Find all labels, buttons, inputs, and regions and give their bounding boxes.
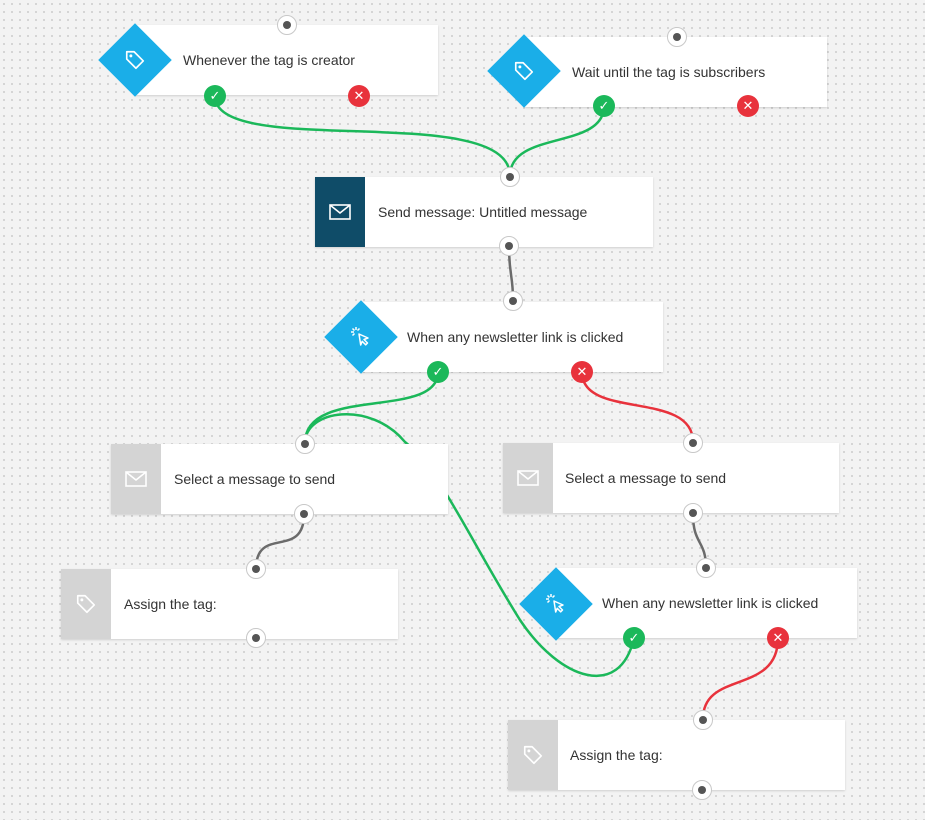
input-port[interactable] — [696, 558, 716, 578]
input-port[interactable] — [693, 710, 713, 730]
no-x-icon[interactable]: ✕ — [571, 361, 593, 383]
yes-check-icon[interactable]: ✓ — [427, 361, 449, 383]
yes-check-icon[interactable]: ✓ — [204, 85, 226, 107]
node-label: Send message: Untitled message — [378, 204, 588, 220]
action-node-select-message-right[interactable]: Select a message to send — [503, 443, 839, 513]
node-label: Whenever the tag is creator — [183, 52, 355, 68]
yes-check-icon[interactable]: ✓ — [593, 95, 615, 117]
input-port[interactable] — [246, 559, 266, 579]
trigger-node-link-clicked-2[interactable]: When any newsletter link is clicked — [555, 568, 857, 638]
node-label: Assign the tag: — [570, 747, 663, 763]
yes-check-icon[interactable]: ✓ — [623, 627, 645, 649]
wire-click2-yes-loop[interactable] — [303, 412, 636, 677]
action-node-select-message-left[interactable]: Select a message to send — [111, 444, 448, 514]
cursor-click-icon — [530, 578, 582, 630]
tag-icon — [61, 569, 111, 639]
input-port[interactable] — [683, 433, 703, 453]
input-port[interactable] — [667, 27, 687, 47]
output-port[interactable] — [683, 503, 703, 523]
node-label: Select a message to send — [565, 470, 727, 486]
node-label: Wait until the tag is subscribers — [572, 64, 766, 80]
wire-creator-yes[interactable] — [213, 95, 512, 177]
wire-click1-yes-select-left[interactable] — [303, 371, 440, 444]
input-port[interactable] — [295, 434, 315, 454]
tag-icon — [508, 720, 558, 790]
node-label: Assign the tag: — [124, 596, 217, 612]
output-port[interactable] — [246, 628, 266, 648]
tag-icon — [498, 45, 550, 97]
output-port[interactable] — [499, 236, 519, 256]
input-port[interactable] — [500, 167, 520, 187]
wire-click1-no-select-right[interactable] — [580, 371, 695, 443]
wire-select-left-to-assign[interactable] — [254, 513, 306, 570]
node-label: Select a message to send — [174, 471, 336, 487]
envelope-icon — [315, 177, 365, 247]
envelope-icon — [503, 443, 553, 513]
output-port[interactable] — [294, 504, 314, 524]
wire-subscribers-yes[interactable] — [508, 105, 606, 177]
trigger-node-link-clicked-1[interactable]: When any newsletter link is clicked — [360, 302, 663, 372]
tag-icon — [109, 34, 161, 86]
action-node-assign-tag-right[interactable]: Assign the tag: — [508, 720, 845, 790]
wire-click2-no-assign[interactable] — [701, 637, 780, 720]
node-label: When any newsletter link is clicked — [407, 329, 624, 345]
trigger-node-tag-creator[interactable]: Whenever the tag is creator — [135, 25, 438, 95]
action-node-assign-tag-left[interactable]: Assign the tag: — [61, 569, 398, 639]
trigger-node-tag-subscribers[interactable]: Wait until the tag is subscribers — [525, 37, 827, 107]
no-x-icon[interactable]: ✕ — [767, 627, 789, 649]
output-port[interactable] — [692, 780, 712, 800]
cursor-click-icon — [335, 311, 387, 363]
no-x-icon[interactable]: ✕ — [348, 85, 370, 107]
node-label: When any newsletter link is clicked — [602, 595, 819, 611]
input-port[interactable] — [503, 291, 523, 311]
envelope-icon — [111, 444, 161, 514]
input-port[interactable] — [277, 15, 297, 35]
no-x-icon[interactable]: ✕ — [737, 95, 759, 117]
action-node-send-message[interactable]: Send message: Untitled message — [315, 177, 653, 247]
